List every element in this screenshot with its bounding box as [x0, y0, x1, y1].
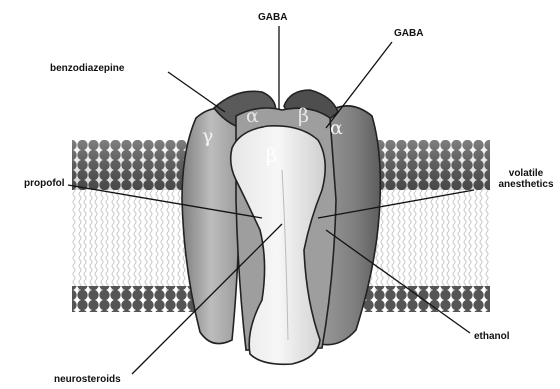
subunit-beta-top-label: β	[298, 105, 309, 127]
label-volatile-line2: anesthetics	[496, 179, 556, 190]
subunit-gamma-label: γ	[202, 125, 213, 147]
subunit-beta-front-label: β	[266, 145, 277, 167]
label-volatile-line1: volatile	[496, 168, 556, 179]
label-propofol: propofol	[24, 178, 65, 189]
label-volatile-anesthetics: volatile anesthetics	[496, 168, 556, 190]
subunit-alpha-left-label: α	[246, 105, 259, 127]
label-neurosteroids: neurosteroids	[54, 374, 121, 385]
label-benzodiazepine: benzodiazepine	[50, 63, 124, 74]
label-gaba-right: GABA	[394, 28, 423, 39]
label-ethanol: ethanol	[474, 331, 510, 342]
label-gaba-top: GABA	[258, 12, 287, 23]
leader-benzodiazepine	[168, 72, 225, 112]
